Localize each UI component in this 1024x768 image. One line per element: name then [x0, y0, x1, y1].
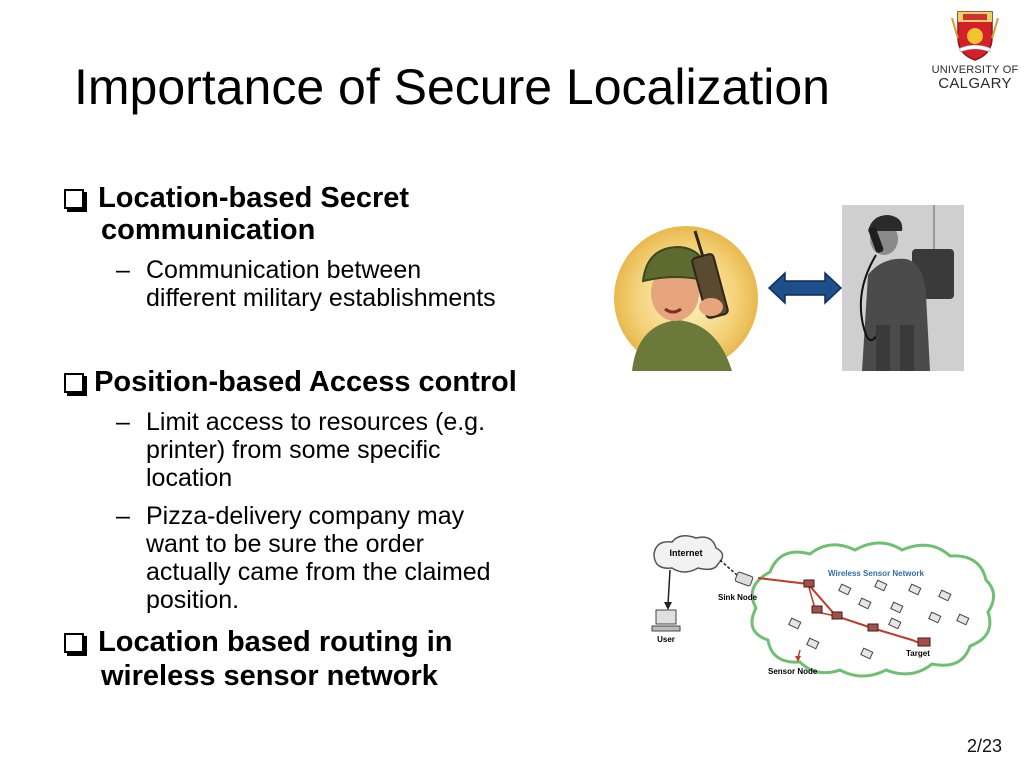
bullet-3-line-1: Location based routing in [98, 626, 453, 658]
sub-bullet-1-1-line-2: different military establishments [146, 284, 496, 312]
bullet-1-line-2: communication [101, 214, 316, 246]
sub-bullet-2-1-line-2: printer) from some specific [146, 436, 441, 464]
sub-bullet-1-1-line-1: Communication between [146, 256, 422, 284]
soldier-radio-illustration [614, 226, 758, 371]
sub-bullet-2-2-line-4: position. [146, 586, 240, 614]
wsn-title-label: Wireless Sensor Network [828, 569, 925, 578]
wsn-cloud [750, 541, 995, 678]
checkbox-bullet-icon [64, 189, 84, 209]
checkbox-bullet-icon [64, 633, 84, 653]
sink-node-label: Sink Node [718, 593, 758, 602]
logo-line-1: UNIVERSITY OF [931, 64, 1019, 76]
sensor-node-label: Sensor Node [768, 667, 818, 676]
bullet-2-line-1: Position-based Access control [94, 366, 517, 398]
user-computer-icon [651, 609, 681, 632]
wireless-sensor-network-diagram: Internet User Sink Node Wireless Sensor … [651, 535, 995, 678]
logo-line-2: CALGARY [938, 75, 1012, 92]
sub-bullet-2-1-line-3: location [146, 464, 233, 492]
dash-icon: – [116, 408, 130, 436]
sub-bullet-2-2-line-3: actually came from the claimed [146, 558, 491, 586]
soldier-field-radio-photo [842, 205, 964, 371]
bullet-1: Location-based Secret [64, 182, 409, 214]
user-label: User [657, 635, 675, 644]
sub-bullet-2-2-line-2: want to be sure the order [146, 530, 424, 558]
slide-title: Importance of Secure Localization [74, 59, 830, 115]
internet-cloud [653, 535, 724, 573]
double-arrow-icon [767, 271, 843, 305]
bullet-3: Location based routing in [64, 626, 453, 658]
bullet-1-line-1: Location-based Secret [98, 182, 410, 214]
dash-icon: – [116, 256, 130, 284]
crest-icon [951, 11, 999, 61]
bullet-3-line-2: wireless sensor network [101, 660, 438, 692]
university-logo: UNIVERSITY OF CALGARY [930, 8, 1020, 92]
sub-bullet-2-2-line-1: Pizza-delivery company may [146, 502, 465, 530]
checkbox-bullet-icon [64, 373, 84, 393]
internet-label: Internet [669, 548, 702, 558]
sub-bullet-2-1-line-1: Limit access to resources (e.g. [146, 408, 486, 436]
page-number: 2/23 [966, 736, 1002, 756]
sink-node-icon [734, 571, 754, 587]
dash-icon: – [116, 502, 130, 530]
bullet-2: Position-based Access control [64, 366, 517, 398]
target-label: Target [906, 649, 930, 658]
